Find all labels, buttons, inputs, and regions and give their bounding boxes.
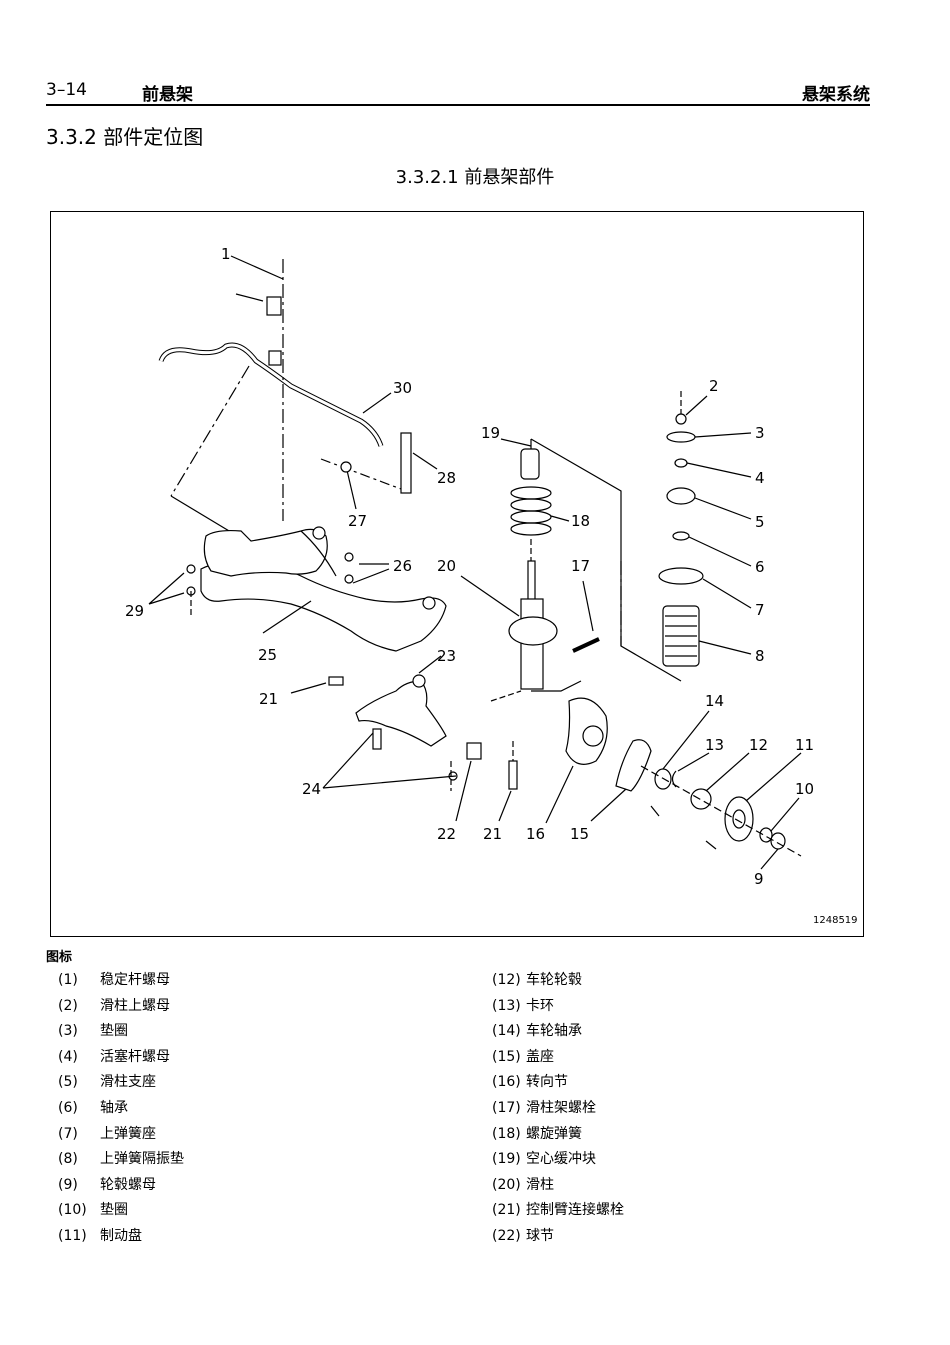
label-6: 6 xyxy=(755,558,765,576)
legend-item: (1)稳定杆螺母 xyxy=(58,972,170,988)
label-15: 15 xyxy=(570,825,589,843)
label-4: 4 xyxy=(755,469,765,487)
legend-item: (2)滑柱上螺母 xyxy=(58,997,170,1014)
label-28: 28 xyxy=(437,469,456,487)
legend-item: (5)滑柱支座 xyxy=(58,1074,156,1091)
label-20: 20 xyxy=(437,557,456,575)
label-17: 17 xyxy=(571,557,590,575)
legend-heading: 图标 xyxy=(46,950,73,965)
legend-item: (12)车轮轮毂 xyxy=(492,972,582,988)
figure-code: 1248519 xyxy=(813,915,858,926)
legend-item: (10)垫圈 xyxy=(58,1202,128,1219)
legend-item: (9)轮毂螺母 xyxy=(58,1176,156,1193)
legend-item: (6)轴承 xyxy=(58,1099,128,1116)
label-22: 22 xyxy=(437,825,456,843)
section-name: 悬架系统 xyxy=(802,85,870,105)
label-11: 11 xyxy=(795,736,814,754)
label-10: 10 xyxy=(795,780,814,798)
label-24: 24 xyxy=(302,780,321,798)
label-1: 1 xyxy=(221,245,231,263)
legend-item: (3)垫圈 xyxy=(58,1023,128,1040)
legend-item: (16)转向节 xyxy=(492,1074,568,1091)
label-23: 23 xyxy=(437,647,456,665)
page-number: 3–14 xyxy=(46,80,87,100)
chapter-title: 前悬架 xyxy=(142,85,193,105)
legend-item: (13)卡环 xyxy=(492,997,554,1014)
label-16: 16 xyxy=(526,825,545,843)
label-7: 7 xyxy=(755,601,765,619)
legend-item: (21)控制臂连接螺栓 xyxy=(492,1202,624,1219)
exploded-view-drawing: 1 2 3 4 5 6 7 8 9 10 11 12 13 14 15 16 1… xyxy=(125,245,858,926)
figure-title: 3.3.2.1 前悬架部件 xyxy=(395,167,555,188)
label-13: 13 xyxy=(705,736,724,754)
label-29: 29 xyxy=(125,602,144,620)
section-title: 3.3.2 部件定位图 xyxy=(46,125,204,149)
page-header: 3–14 前悬架 悬架系统 xyxy=(46,78,870,106)
label-12: 12 xyxy=(749,736,768,754)
label-8: 8 xyxy=(755,647,765,665)
label-30: 30 xyxy=(393,379,412,397)
legend-item: (15)盖座 xyxy=(492,1048,554,1065)
legend-item: (18)螺旋弹簧 xyxy=(492,1125,582,1142)
legend-item: (19)空心缓冲块 xyxy=(492,1151,596,1168)
label-19: 19 xyxy=(481,424,500,442)
label-14: 14 xyxy=(705,692,724,710)
legend-item: (4)活塞杆螺母 xyxy=(58,1048,170,1065)
label-9: 9 xyxy=(754,870,764,888)
label-21b: 21 xyxy=(483,825,502,843)
legend-item: (7)上弹簧座 xyxy=(58,1125,156,1142)
label-18: 18 xyxy=(571,512,590,530)
legend-item: (8)上弹簧隔振垫 xyxy=(58,1151,184,1168)
label-26: 26 xyxy=(393,557,412,575)
callout-labels: 1 2 3 4 5 6 7 8 9 10 11 12 13 14 15 16 1… xyxy=(125,245,814,888)
label-3: 3 xyxy=(755,424,765,442)
label-27: 27 xyxy=(348,512,367,530)
label-21a: 21 xyxy=(259,690,278,708)
legend-item: (17)滑柱架螺栓 xyxy=(492,1099,596,1116)
label-2: 2 xyxy=(709,377,719,395)
legend-item: (20)滑柱 xyxy=(492,1176,554,1193)
label-25: 25 xyxy=(258,646,277,664)
legend-right-column: (12)车轮轮毂 (13)卡环 (14)车轮轴承 (15)盖座 (16)转向节 … xyxy=(492,970,624,1252)
label-5: 5 xyxy=(755,513,765,531)
legend-item: (11)制动盘 xyxy=(58,1227,142,1244)
parts-diagram: 1 2 3 4 5 6 7 8 9 10 11 12 13 14 15 16 1… xyxy=(50,211,864,937)
legend-left-column: (1)稳定杆螺母 (2)滑柱上螺母 (3)垫圈 (4)活塞杆螺母 (5)滑柱支座… xyxy=(58,970,184,1252)
legend-item: (14)车轮轴承 xyxy=(492,1023,582,1040)
legend-item: (22)球节 xyxy=(492,1227,554,1244)
